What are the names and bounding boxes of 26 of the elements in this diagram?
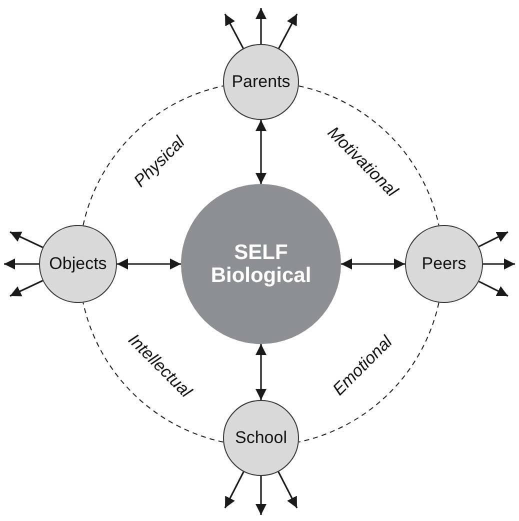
dashed-arc — [82, 85, 224, 226]
arrow — [341, 258, 405, 270]
dashed-arc — [298, 85, 440, 226]
arrow — [278, 471, 298, 508]
dashed-arc — [298, 302, 440, 443]
arrow — [256, 8, 266, 44]
node-label: Objects — [49, 254, 107, 274]
arrow — [256, 344, 266, 400]
arrow — [478, 280, 508, 297]
node-label: Parents — [232, 72, 290, 92]
arrow — [478, 231, 508, 248]
arrow — [10, 280, 44, 297]
arrow — [10, 231, 44, 248]
node-label: Biological — [210, 264, 312, 288]
arrow — [256, 476, 266, 515]
node-label: School — [235, 428, 287, 448]
arrow — [117, 258, 181, 270]
arrow — [256, 120, 266, 184]
arrow — [483, 258, 515, 270]
node-label: SELF — [234, 240, 288, 264]
arrow — [224, 14, 244, 49]
arrow — [224, 471, 244, 508]
arrow — [278, 14, 298, 49]
node-label: Peers — [422, 254, 466, 274]
arrow — [4, 258, 39, 270]
dashed-arc — [82, 302, 224, 443]
